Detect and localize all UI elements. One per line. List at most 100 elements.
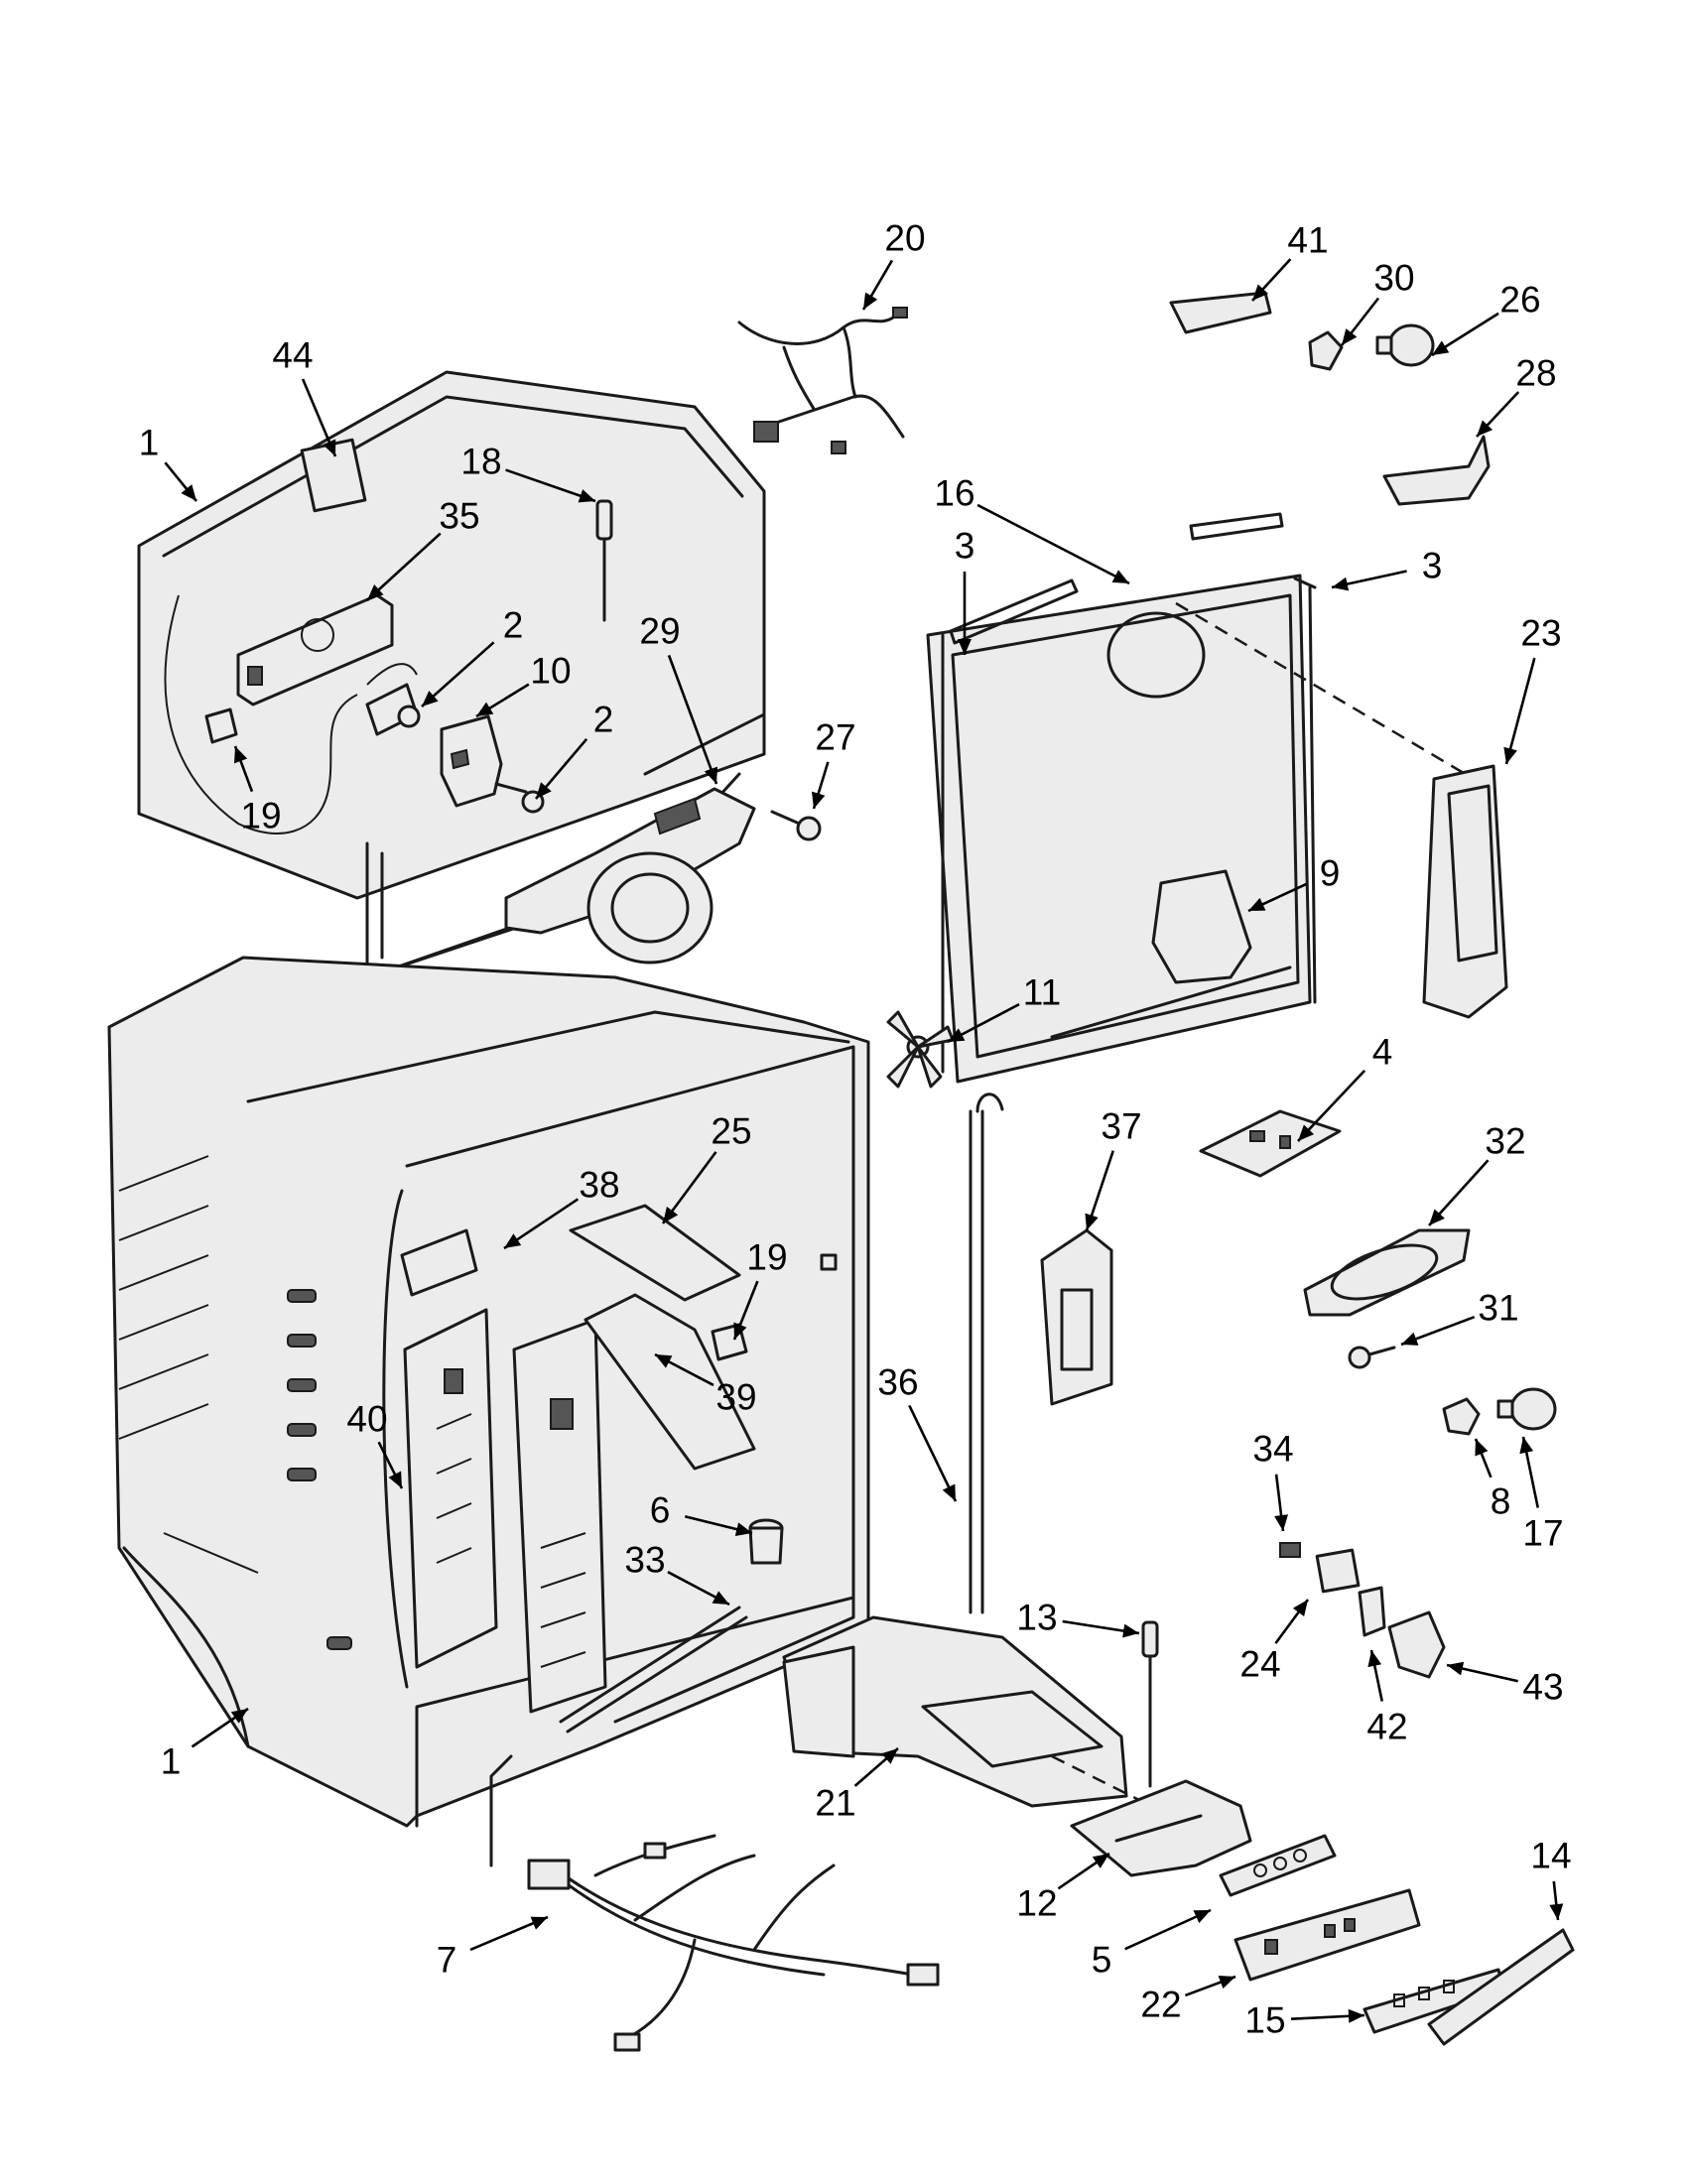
leader-arrowhead bbox=[1475, 1439, 1489, 1457]
callout-c14: 14 bbox=[1530, 1836, 1572, 1921]
thermistor-13 bbox=[1141, 1620, 1159, 1788]
callout-c32: 32 bbox=[1428, 1121, 1526, 1226]
callout-label: 24 bbox=[1239, 1644, 1280, 1685]
callout-c15: 15 bbox=[1244, 2000, 1365, 2041]
callout-c12: 12 bbox=[1016, 1852, 1110, 1924]
control-board-4 bbox=[1199, 1109, 1342, 1178]
callout-c10: 10 bbox=[475, 651, 572, 718]
control-housing-39 bbox=[584, 1293, 756, 1471]
leader-arrowhead bbox=[712, 1591, 729, 1605]
leader-arrowhead bbox=[1447, 1661, 1465, 1676]
drain-tube-36 bbox=[969, 1092, 1004, 1614]
leader-arrowhead bbox=[234, 746, 248, 764]
callout-label: 29 bbox=[639, 611, 680, 652]
callout-label: 9 bbox=[1320, 853, 1341, 894]
leader-arrowhead bbox=[1274, 1514, 1289, 1531]
control-panel-22 bbox=[1234, 1888, 1421, 1982]
callout-label: 3 bbox=[1422, 546, 1443, 586]
callout-c17: 17 bbox=[1519, 1436, 1564, 1554]
callout-label: 41 bbox=[1287, 220, 1328, 261]
callout-label: 19 bbox=[240, 796, 281, 836]
leader-arrowhead bbox=[942, 1483, 956, 1501]
leader-arrowhead bbox=[530, 1916, 548, 1930]
leader-arrowhead bbox=[734, 1522, 752, 1536]
leader-arrowhead bbox=[323, 439, 336, 456]
leader-arrowhead bbox=[422, 691, 439, 707]
callout-c34: 34 bbox=[1252, 1429, 1294, 1532]
leader-arrowhead bbox=[388, 1471, 402, 1488]
mullion-trim-9 bbox=[1151, 869, 1252, 984]
leader-line bbox=[667, 654, 718, 785]
callout-c9: 9 bbox=[1247, 853, 1341, 913]
gasket-3-right bbox=[1293, 577, 1317, 1004]
leader-arrowhead bbox=[1092, 1854, 1109, 1868]
callout-c44: 44 bbox=[272, 335, 337, 457]
callout-label: 22 bbox=[1140, 1985, 1181, 2025]
trim-cover-14 bbox=[1427, 1928, 1575, 2046]
callout-label: 32 bbox=[1485, 1121, 1525, 1162]
leader-arrowhead bbox=[655, 1354, 673, 1368]
callout-c22: 22 bbox=[1140, 1975, 1236, 2025]
light-bulb-17 bbox=[1496, 1387, 1557, 1431]
callout-c38: 38 bbox=[503, 1165, 620, 1250]
bracket-43 bbox=[1387, 1610, 1446, 1679]
leader-arrowhead bbox=[1342, 328, 1358, 345]
callout-label: 34 bbox=[1252, 1429, 1293, 1470]
assembly-line-21-12 bbox=[1051, 1754, 1152, 1808]
callout-label: 30 bbox=[1373, 258, 1414, 299]
callout-c18: 18 bbox=[460, 442, 596, 503]
leader-arrowhead bbox=[1519, 1437, 1534, 1455]
callout-c39: 39 bbox=[654, 1352, 757, 1418]
callout-c20: 20 bbox=[861, 218, 926, 311]
callout-c8: 8 bbox=[1474, 1438, 1510, 1522]
callout-label: 40 bbox=[346, 1399, 387, 1440]
leader-arrowhead bbox=[230, 1709, 248, 1724]
callout-c31: 31 bbox=[1400, 1288, 1519, 1347]
leader-arrowhead bbox=[1367, 1650, 1382, 1668]
leader-line bbox=[976, 503, 1130, 585]
callout-c21: 21 bbox=[815, 1747, 899, 1824]
callout-c19a: 19 bbox=[233, 745, 282, 836]
callout-c2a: 2 bbox=[421, 605, 523, 707]
callout-c33: 33 bbox=[624, 1540, 730, 1606]
air-channel-40 bbox=[403, 1308, 498, 1669]
callout-c37: 37 bbox=[1085, 1106, 1142, 1231]
leader-arrowhead bbox=[578, 489, 595, 503]
callout-label: 16 bbox=[934, 473, 974, 514]
callout-label: 11 bbox=[1023, 972, 1061, 1013]
defrost-heater-33 bbox=[489, 1606, 748, 1867]
callout-c1b: 1 bbox=[161, 1707, 249, 1782]
wiring-harness-7 bbox=[527, 1834, 940, 2052]
callout-c25: 25 bbox=[661, 1111, 752, 1224]
air-duct-23 bbox=[1422, 764, 1508, 1019]
divider-mullion-16 bbox=[926, 512, 1312, 1084]
callout-label: 5 bbox=[1092, 1940, 1112, 1981]
callout-c29: 29 bbox=[639, 611, 718, 785]
cup-6 bbox=[748, 1518, 784, 1565]
leader-line bbox=[908, 1404, 958, 1502]
callout-c7: 7 bbox=[437, 1915, 549, 1981]
leader-line bbox=[421, 641, 495, 707]
leader-arrowhead bbox=[1503, 746, 1517, 764]
leader-arrowhead bbox=[367, 584, 384, 600]
callout-c30: 30 bbox=[1340, 258, 1415, 346]
callout-label: 31 bbox=[1478, 1288, 1518, 1329]
thermistor-18 bbox=[595, 499, 613, 622]
callout-c3b: 3 bbox=[1331, 546, 1443, 591]
leader-arrowhead bbox=[958, 639, 972, 655]
callout-label: 2 bbox=[593, 700, 614, 740]
leader-arrowhead bbox=[663, 1206, 679, 1223]
fan-shroud-29 bbox=[504, 787, 756, 964]
callout-label: 36 bbox=[877, 1362, 918, 1403]
gasket-3-left bbox=[941, 578, 1079, 1074]
callout-label: 12 bbox=[1016, 1883, 1057, 1924]
callout-c23: 23 bbox=[1503, 613, 1562, 765]
callout-label: 13 bbox=[1016, 1598, 1057, 1638]
callout-c5: 5 bbox=[1092, 1908, 1212, 1981]
leader-arrowhead bbox=[1298, 1124, 1315, 1141]
callout-c13: 13 bbox=[1016, 1598, 1140, 1638]
light-shield-28 bbox=[1382, 435, 1491, 506]
leader-arrowhead bbox=[1401, 1332, 1419, 1346]
callout-c1a: 1 bbox=[139, 423, 198, 502]
